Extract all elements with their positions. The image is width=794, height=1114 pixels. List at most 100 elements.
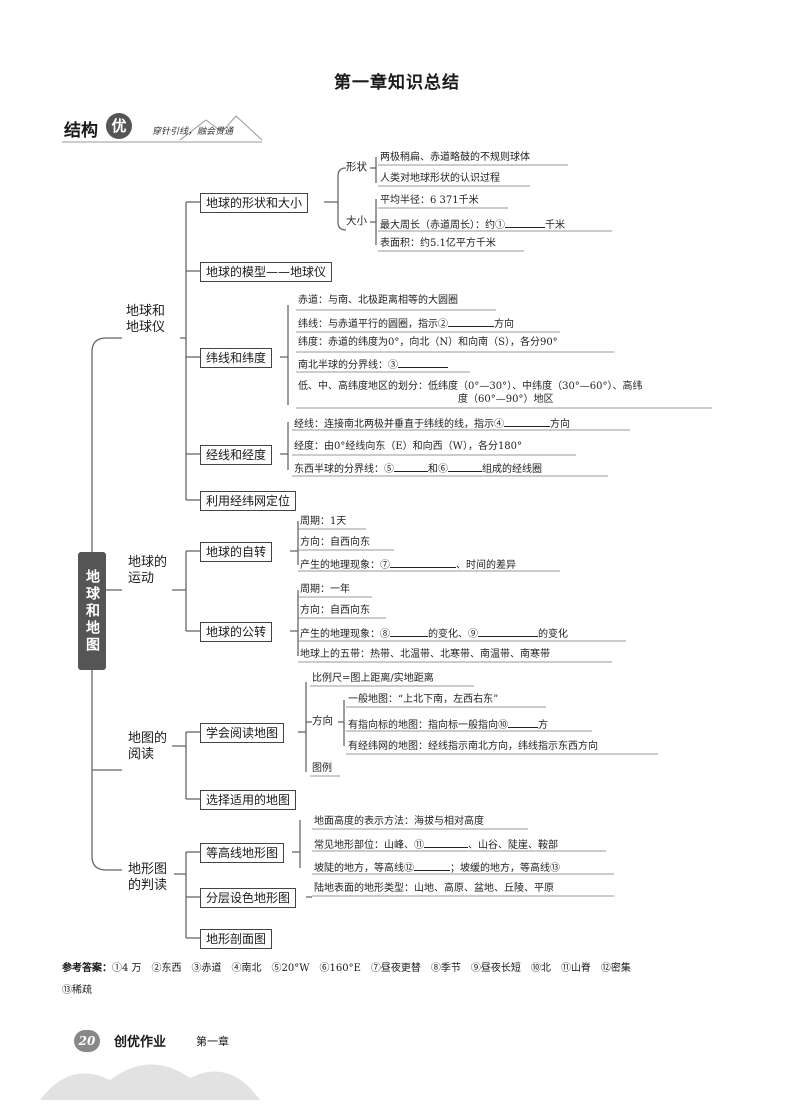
leaf-lat-5b: 度（60°—90°）地区 — [458, 394, 554, 405]
answer-label: 参考答案： — [62, 963, 112, 974]
leaf-lon-1: 经线：连接南北两极并垂直于纬线的线，指示④ 方向 — [294, 416, 570, 431]
branch-label-line1: 地形图 — [128, 862, 168, 877]
node-layered-map: 分层设色地形图 — [200, 888, 297, 908]
section-subtitle: 穿针引线，融会贯通 — [152, 127, 234, 137]
leaf-text: 坡陡的地方，等高线⑫ — [314, 863, 414, 874]
leaf-lon-3: 东西半球的分界线：⑤ 和⑥ 组成的经线圈 — [294, 461, 542, 476]
label-direction: 方向 — [312, 715, 333, 727]
fill-blank-11 — [424, 837, 468, 848]
fill-blank-8 — [390, 626, 428, 637]
leaf-text: 的变化 — [538, 629, 568, 640]
branch-earth-globe: 地球和地球仪 — [126, 304, 165, 336]
fill-blank-12 — [414, 860, 450, 871]
leaf-text: 方向 — [494, 319, 514, 330]
node-latitude: 纬线和纬度 — [200, 348, 273, 368]
leaf-rot-1: 周期：1天 — [300, 516, 347, 527]
mindmap-root: 地球和地图 — [78, 552, 106, 670]
leaf-lon-2: 经度：由0°经线向东（E）和向西（W），各分180° — [294, 441, 523, 452]
leaf-text: 产生的地理现象：⑦ — [300, 560, 390, 571]
node-longitude: 经线和经度 — [200, 445, 273, 465]
leaf-size-2: 最大周长（赤道周长）：约① 千米 — [380, 217, 565, 232]
leaf-con-3: 坡陡的地方，等高线⑫ ；坡缓的地方，等高线⑬ — [314, 860, 560, 875]
fill-blank-3 — [398, 357, 448, 368]
branch-topo-map: 地形图的判读 — [128, 862, 167, 894]
leaf-map-4: 有经纬网的地图：经线指示南北方向，纬线指示东西方向 — [348, 741, 598, 752]
leaf-text: 经线：连接南北两极并垂直于纬线的线，指示④ — [294, 419, 504, 430]
section-heading: 结构 — [64, 121, 98, 141]
leaf-text: 产生的地理现象：⑧ — [300, 629, 390, 640]
leaf-rev-2: 方向：自西向东 — [300, 605, 370, 616]
label-shape: 形状 — [346, 161, 367, 173]
fill-blank-4 — [504, 416, 550, 427]
leaf-text: 、山谷、陡崖、鞍部 — [468, 840, 558, 851]
branch-label-line1: 地球的 — [128, 555, 168, 570]
fill-blank-9 — [478, 626, 538, 637]
leaf-text: 常见地形部位：山峰、⑪ — [314, 840, 424, 851]
leaf-text: 南北半球的分界线：③ — [298, 360, 398, 371]
branch-label-line2: 的判读 — [128, 878, 168, 893]
fill-blank-1 — [505, 217, 545, 228]
node-read-map: 学会阅读地图 — [200, 723, 285, 743]
fill-blank-10 — [508, 717, 538, 728]
answer-line-2: ⑬稀疏 — [62, 985, 92, 996]
page-title: 第一章知识总结 — [334, 73, 460, 93]
branch-label-line2: 地球仪 — [126, 320, 166, 335]
leaf-text: 最大周长（赤道周长）：约① — [380, 220, 505, 231]
leaf-text: 有指向标的地图：指向标一般指向⑩ — [348, 720, 508, 731]
leaf-text: 的变化、⑨ — [428, 629, 478, 640]
node-revolution: 地球的公转 — [200, 622, 273, 642]
leaf-lat-3: 纬度：赤道的纬度为0°，向北（N）和向南（S），各分90° — [298, 337, 558, 348]
leaf-map-3: 有指向标的地图：指向标一般指向⑩ 方 — [348, 717, 548, 732]
leaf-map-5: 图例 — [312, 763, 332, 774]
footer-chapter: 第一章 — [196, 1035, 229, 1048]
branch-label-line1: 地图的 — [128, 731, 168, 746]
leaf-lay-1: 陆地表面的地形类型：山地、高原、盆地、丘陵、平原 — [314, 883, 554, 894]
branch-label-line1: 地球和 — [126, 304, 166, 319]
fill-blank-7 — [390, 557, 456, 568]
leaf-rev-4: 地球上的五带：热带、北温带、北寒带、南温带、南寒带 — [300, 649, 550, 660]
leaf-text: 纬线：与赤道平行的圆圈，指示② — [298, 319, 448, 330]
leaf-con-2: 常见地形部位：山峰、⑪ 、山谷、陡崖、鞍部 — [314, 837, 558, 852]
leaf-con-1: 地面高度的表示方法：海拔与相对高度 — [314, 816, 484, 827]
answer-key: 参考答案：①4 万 ②东西 ③赤道 ④南北 ⑤20°W ⑥160°E ⑦昼夜更替… — [62, 958, 742, 1002]
node-globe-model: 地球的模型——地球仪 — [200, 262, 333, 282]
leaf-text: 东西半球的分界线：⑤ — [294, 464, 394, 475]
node-shape-size: 地球的形状和大小 — [200, 193, 309, 213]
answer-values: ①4 万 ②东西 ③赤道 ④南北 ⑤20°W ⑥160°E ⑦昼夜更替 ⑧季节 … — [112, 963, 631, 974]
branch-label-line2: 运动 — [128, 571, 155, 586]
leaf-lat-2: 纬线：与赤道平行的圆圈，指示② 方向 — [298, 316, 514, 331]
leaf-rev-3: 产生的地理现象：⑧ 的变化、⑨ 的变化 — [300, 626, 568, 641]
fill-blank-2 — [448, 316, 494, 327]
leaf-text: 千米 — [545, 220, 565, 231]
node-rotation: 地球的自转 — [200, 542, 273, 562]
leaf-text: 方 — [538, 720, 548, 731]
leaf-lat-4: 南北半球的分界线：③ — [298, 357, 448, 372]
leaf-size-1: 平均半径：6 371千米 — [380, 195, 479, 206]
leaf-rot-3: 产生的地理现象：⑦ 、时间的差异 — [300, 557, 516, 572]
leaf-map-1: 比例尺=图上距离/实地距离 — [312, 673, 434, 684]
node-contour-map: 等高线地形图 — [200, 843, 285, 863]
leaf-shape-1: 两极稍扁、赤道略鼓的不规则球体 — [380, 152, 530, 163]
branch-map-reading: 地图的阅读 — [128, 731, 167, 763]
branch-earth-motion: 地球的运动 — [128, 555, 167, 587]
fill-blank-5 — [394, 461, 428, 472]
leaf-text: 方向 — [550, 419, 570, 430]
leaf-rot-2: 方向：自西向东 — [300, 537, 370, 548]
leaf-text: 组成的经线圈 — [482, 464, 542, 475]
leaf-size-3: 表面积：约5.1亿平方千米 — [380, 238, 496, 249]
page-number: 20 — [74, 1030, 100, 1052]
leaf-shape-2: 人类对地球形状的认识过程 — [380, 173, 500, 184]
leaf-text: 、时间的差异 — [456, 560, 516, 571]
leaf-map-2: 一般地图：“上北下南，左西右东” — [348, 694, 499, 705]
leaf-text: 和⑥ — [428, 464, 448, 475]
section-heading-highlight: 优 — [106, 113, 132, 139]
leaf-rev-1: 周期：一年 — [300, 584, 350, 595]
leaf-lat-5: 低、中、高纬度地区的划分：低纬度（0°—30°）、中纬度（30°—60°）、高纬 — [298, 381, 643, 392]
node-choose-map: 选择适用的地图 — [200, 790, 297, 810]
leaf-text: ；坡缓的地方，等高线⑬ — [450, 863, 560, 874]
branch-label-line2: 阅读 — [128, 747, 155, 762]
answer-line-1: 参考答案：①4 万 ②东西 ③赤道 ④南北 ⑤20°W ⑥160°E ⑦昼夜更替… — [62, 958, 742, 980]
node-profile-map: 地形剖面图 — [200, 929, 273, 949]
label-size: 大小 — [346, 215, 367, 227]
